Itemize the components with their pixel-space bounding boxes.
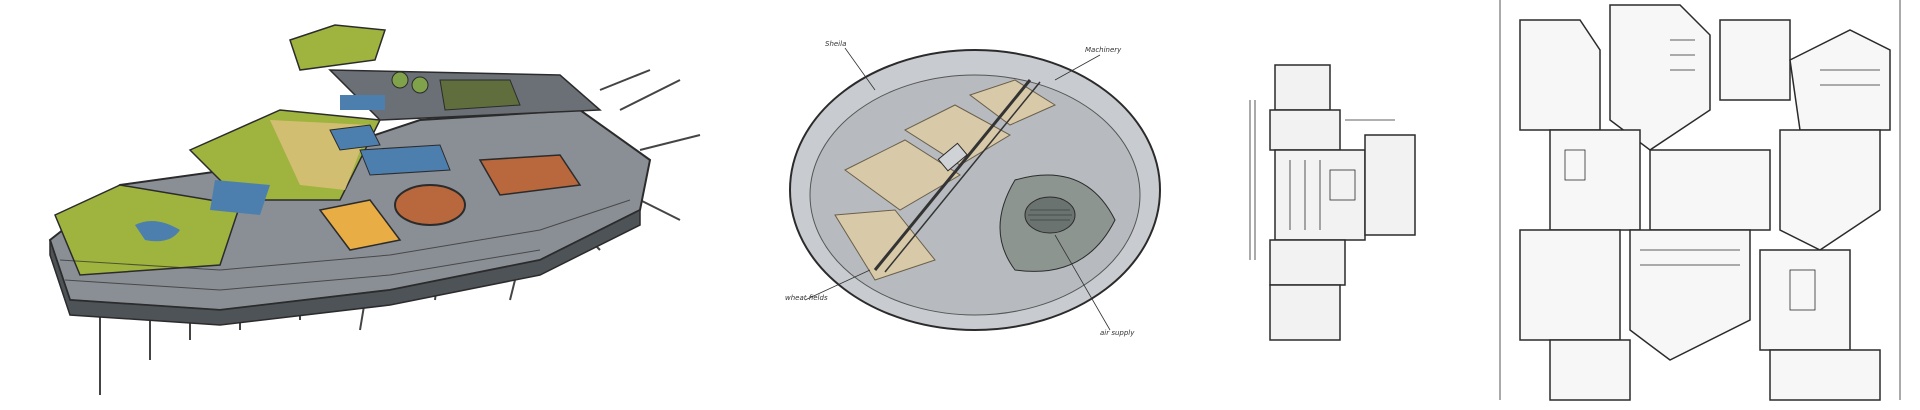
label-sheila: Sheila xyxy=(825,40,846,48)
label-machinery: Machinery xyxy=(1085,46,1122,54)
field-plot-4 xyxy=(834,209,936,281)
left-pond xyxy=(135,221,180,242)
greenhouse-block xyxy=(439,79,521,111)
center-pool xyxy=(210,180,270,215)
circular-deck-panel: Sheila Machinery wheat fields air supply xyxy=(785,0,1165,410)
upper-water-tank xyxy=(340,95,385,110)
gantry-carriage xyxy=(937,142,968,172)
label-air-supply: air supply xyxy=(1100,329,1135,337)
orange-field xyxy=(318,199,402,251)
colored-platform-panel xyxy=(40,0,770,410)
narrow-plan-sketch xyxy=(1249,64,1416,341)
water-block-1 xyxy=(359,144,451,176)
wide-plan-panel xyxy=(1490,0,1910,410)
label-wheat-fields: wheat fields xyxy=(785,294,828,302)
rust-field xyxy=(478,154,582,196)
circular-deck-illustration: Sheila Machinery wheat fields air supply xyxy=(785,40,1161,337)
round-tank-1 xyxy=(391,71,409,89)
narrow-plan-blocks xyxy=(1269,64,1416,341)
gantry-rail xyxy=(873,79,1032,271)
colored-platform-illustration xyxy=(48,24,701,395)
platform-underside xyxy=(49,208,641,326)
wide-plan-blocks xyxy=(1519,4,1891,401)
gantry-rail-secondary xyxy=(884,81,1041,273)
water-block-2 xyxy=(329,124,381,151)
narrow-plan-panel xyxy=(1235,0,1435,410)
wide-plan-sketch xyxy=(1499,0,1901,401)
hull-detail-lines xyxy=(59,199,631,291)
annotation-leaders xyxy=(804,47,1111,331)
vent-grille xyxy=(1028,209,1072,221)
field-plot-1 xyxy=(844,139,961,211)
narrow-plan-detail xyxy=(1249,100,1395,260)
top-grass-field xyxy=(289,24,387,71)
circular-rust-basin xyxy=(394,184,466,226)
round-tank-2 xyxy=(411,76,429,94)
wide-plan-detail xyxy=(1499,0,1901,400)
